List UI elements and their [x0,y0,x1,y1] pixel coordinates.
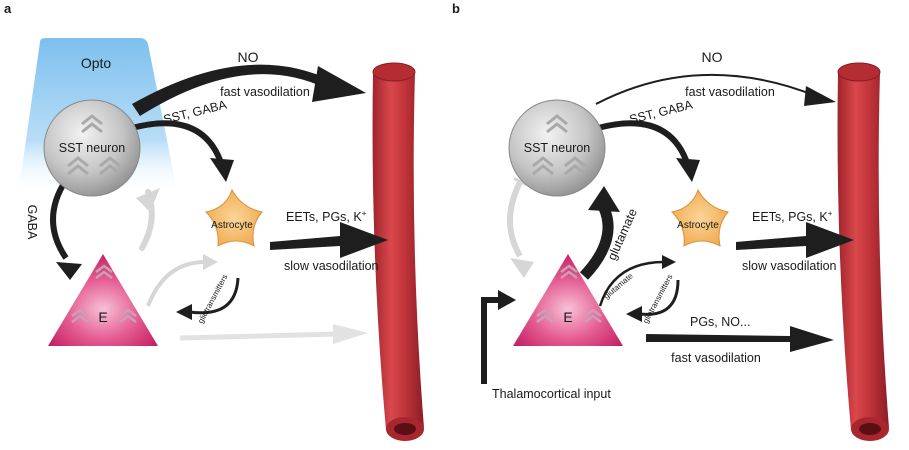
gliotrans-arrow-b [639,279,680,316]
eets-label-b: EETs, PGs, K+ [752,209,833,224]
sst-gaba-label-b: SST, GABA [628,97,695,126]
gliotrans-label-a: gliotransmitters [196,273,229,325]
faded-e-to-astro-arrow-a [146,260,206,307]
eets-label-a: EETs, PGs, K+ [286,209,367,224]
e-neuron-b: E [513,254,623,346]
glutamate-arrow-b [579,205,614,280]
fast-vaso-label-b: fast vasodilation [685,85,775,99]
sst-label-a: SST neuron [59,141,126,155]
pgs-no-arrow-b [646,326,834,352]
thalamo-label-b: Thalamocortical input [492,387,611,401]
blood-vessel-a [372,62,424,441]
gliotrans-arrow-a [189,277,240,315]
opto-label: Opto [81,55,112,71]
faded-e-to-vessel-arrow-a [179,331,341,341]
gaba-label-a: GABA [25,205,39,240]
e-neuron-a: E [48,254,158,346]
no-fast-arrow-b [595,73,817,105]
fast-vaso-label-a: fast vasodilation [220,85,310,99]
no-fast-arrow-a [132,64,330,116]
astro-label-a: Astrocyte [211,220,253,231]
sst-to-astro-arrow-a [128,120,223,162]
blood-vessel-b [837,62,889,441]
e-label-a: E [98,309,107,325]
sst-label-b: SST neuron [524,141,591,155]
panel-b: b NO fast vasodilation SST, GABA glutama… [452,1,889,441]
gaba-arrow-a [50,174,73,260]
panel-b-letter: b [452,1,460,16]
sst-to-astro-arrow-b [594,120,689,162]
no-label-b: NO [702,49,723,65]
slow-vaso-label-a: slow vasodilation [284,259,379,273]
no-label-a: NO [238,49,259,65]
fast-vaso2-label-b: fast vasodilation [671,351,761,365]
sst-neuron-b: SST neuron [508,99,606,197]
astro-label-b: Astrocyte [677,220,719,231]
pgs-no-label-b: PGs, NO... [690,315,750,329]
slow-vaso-arrow-b [736,222,854,258]
sst-gaba-label-a: SST, GABA [162,97,229,126]
e-label-b: E [563,309,572,325]
faded-gaba-arrow-b [507,177,528,258]
gliotrans-label-b: gliotransmitters [641,273,674,325]
astrocyte-a: Astrocyte [204,188,263,247]
sst-neuron-a: SST neuron [43,99,141,197]
slow-vaso-label-b: slow vasodilation [742,259,837,273]
astrocyte-b: Astrocyte [670,188,729,247]
glutamate-small-arrow-b [598,260,665,307]
thalamo-arrow-b [481,297,500,384]
panel-a-letter: a [4,1,12,16]
slow-vaso-arrow-a [270,222,388,258]
panel-a: a Opto NO fast vasodilation SST, GABA GA… [4,1,424,441]
